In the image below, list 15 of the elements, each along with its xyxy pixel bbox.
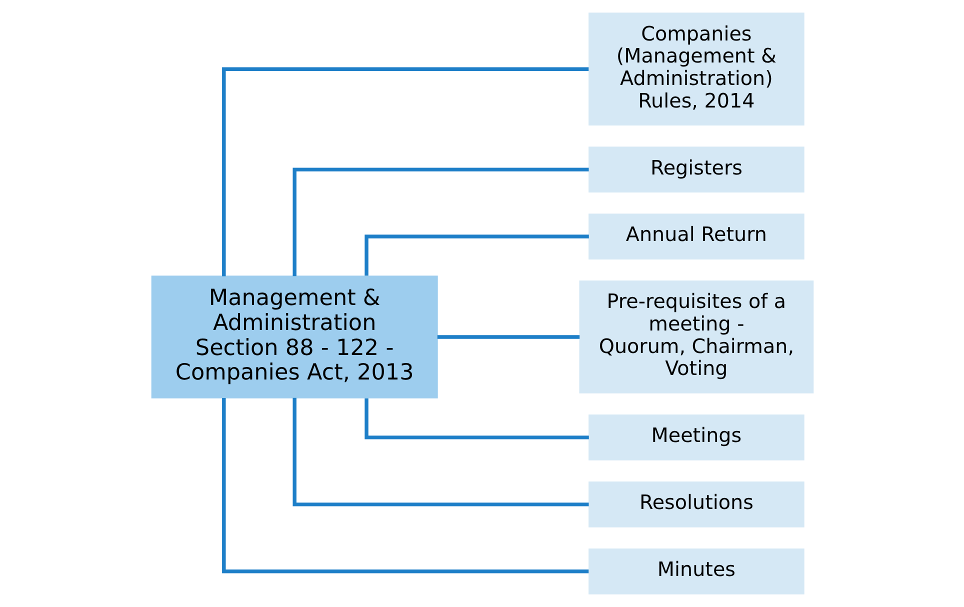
connector bbox=[364, 398, 588, 440]
connector bbox=[364, 234, 588, 276]
connector bbox=[222, 398, 588, 574]
connector bbox=[292, 398, 588, 506]
node-box: Minutes bbox=[588, 548, 804, 594]
node-box: Pre-requisites of a meeting - Quorum, Chairman, Voting bbox=[578, 280, 814, 394]
connector bbox=[292, 168, 588, 276]
node-box: Meetings bbox=[588, 414, 804, 460]
node-box: Registers bbox=[588, 146, 804, 192]
node-box: Companies (Management & Administration) Rules, 2014 bbox=[588, 12, 804, 126]
node-box: Management & Administration Section 88 - 122 - Companies Act, 2013 bbox=[150, 276, 438, 398]
node-box: Annual Return bbox=[588, 214, 804, 260]
node-box: Resolutions bbox=[588, 481, 804, 528]
connector bbox=[436, 335, 580, 339]
connector bbox=[222, 67, 588, 276]
